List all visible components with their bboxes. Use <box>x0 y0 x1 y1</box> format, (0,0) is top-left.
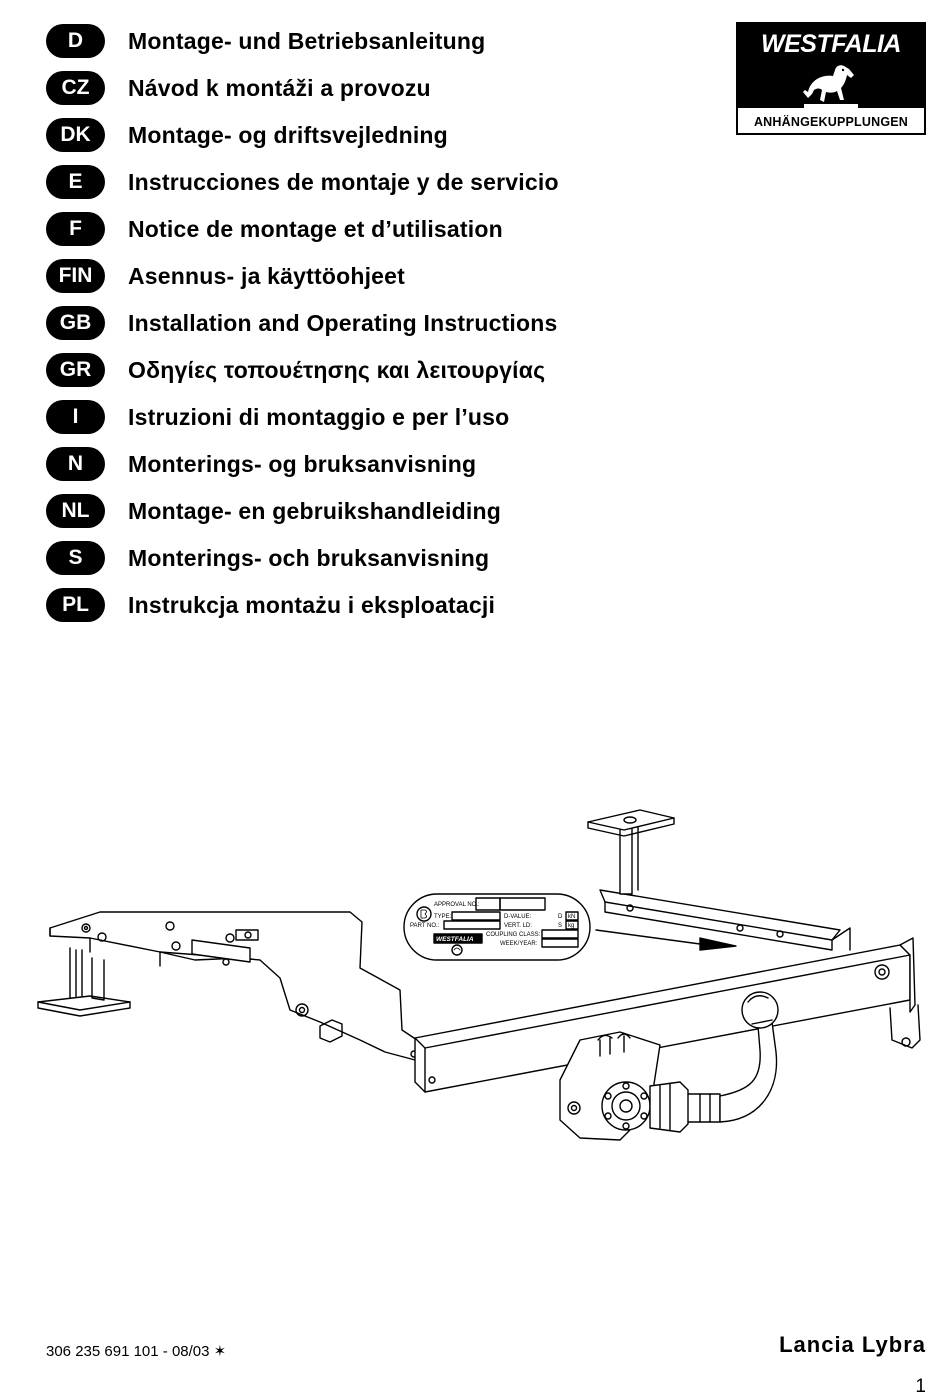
logo-subtitle: ANHÄNGEKUPPLUNGEN <box>753 115 909 129</box>
language-code-badge: GB <box>46 306 105 340</box>
language-row-pl: PL Instrukcja montażu i eksploatacji <box>46 588 495 622</box>
plate-d-label: D <box>558 914 563 920</box>
language-row-gb: GB Installation and Operating Instructio… <box>46 306 558 340</box>
language-title: Návod k montáži a provozu <box>128 74 431 101</box>
language-code-badge: FIN <box>46 259 105 293</box>
language-row-nl: NL Montage- en gebruikshandleiding <box>46 494 501 528</box>
language-code-badge: N <box>46 447 105 481</box>
plate-kn-label: kN <box>568 914 575 920</box>
language-row-dk: DK Montage- og driftsvejledning <box>46 118 448 152</box>
language-row-s: S Monterings- och bruksanvisning <box>46 541 489 575</box>
language-title: Οδηγίες τοπουέτησης και λειτουργίας <box>128 356 546 383</box>
language-code-badge: GR <box>46 353 105 387</box>
type-plate-b-icon <box>416 906 432 922</box>
language-title: Montage- und Betriebsanleitung <box>128 27 486 54</box>
plate-kg-label: kg <box>568 923 574 929</box>
westfalia-logo: WESTFALIA ANHÄNGEKUPPLUNGEN <box>736 22 926 135</box>
language-title: Monterings- och bruksanvisning <box>128 544 490 571</box>
type-plate: APPROVAL NO.: TYPE: PART NO.: D-VALUE: D… <box>403 893 591 961</box>
horse-emblem-icon <box>803 65 858 110</box>
pointer-line <box>595 929 701 945</box>
plate-dvalue-label: D-VALUE: <box>504 914 532 920</box>
plate-approval-label: APPROVAL NO.: <box>434 902 480 908</box>
language-title: Notice de montage et d’utilisation <box>128 215 503 242</box>
language-row-fin: FIN Asennus- ja käyttöohjeet <box>46 259 405 293</box>
language-row-n: N Monterings- og bruksanvisning <box>46 447 476 481</box>
language-code-badge: DK <box>46 118 105 152</box>
pointer-arrow-icon <box>699 937 737 951</box>
plate-part-label: PART NO.: <box>410 923 440 929</box>
cross-tube <box>414 937 921 1093</box>
language-row-cz: CZ Návod k montáži a provozu <box>46 71 431 105</box>
page-number: 1 <box>915 1376 926 1397</box>
language-title: Istruzioni di montaggio e per l’uso <box>128 403 510 430</box>
language-title: Instrukcja montażu i eksploatacji <box>128 591 496 618</box>
vehicle-model: Lancia Lybra <box>779 1332 926 1357</box>
language-code-badge: E <box>46 165 105 199</box>
left-bracket <box>37 911 431 1061</box>
language-row-e: E Instrucciones de montaje y de servicio <box>46 165 559 199</box>
language-row-d: D Montage- und Betriebsanleitung <box>46 24 485 58</box>
plate-week-label: WEEK/YEAR: <box>500 941 538 947</box>
towbar-drawing: APPROVAL NO.: TYPE: PART NO.: D-VALUE: D… <box>37 809 921 1141</box>
plate-type-label: TYPE: <box>434 914 452 920</box>
logo-black-panel: WESTFALIA <box>738 24 924 110</box>
language-code-badge: S <box>46 541 105 575</box>
language-code-badge: NL <box>46 494 105 528</box>
plate-vertld-label: VERT. LD: <box>504 923 532 929</box>
language-row-i: I Istruzioni di montaggio e per l’uso <box>46 400 509 434</box>
plate-coupling-label: COUPLING CLASS: <box>486 932 541 938</box>
language-title: Montage- en gebruikshandleiding <box>128 497 501 524</box>
language-code-badge: I <box>46 400 105 434</box>
language-row-f: F Notice de montage et d’utilisation <box>46 212 503 246</box>
language-code-badge: CZ <box>46 71 105 105</box>
language-code-badge: D <box>46 24 105 58</box>
language-code-badge: F <box>46 212 105 246</box>
language-title: Installation and Operating Instructions <box>128 309 558 336</box>
language-title: Monterings- og bruksanvisning <box>128 450 477 477</box>
plate-s-label: S <box>558 923 562 929</box>
ball-neck-assembly <box>559 991 779 1141</box>
language-title: Montage- og driftsvejledning <box>128 121 448 148</box>
language-code-badge: PL <box>46 588 105 622</box>
language-title: Asennus- ja käyttöohjeet <box>128 262 406 289</box>
language-title: Instrucciones de montaje y de servicio <box>128 168 559 195</box>
language-row-gr: GR Οδηγίες τοπουέτησης και λειτουργίας <box>46 353 545 387</box>
document-number: 306 235 691 101 - 08/03 ✶ <box>46 1343 227 1360</box>
plate-brand-text: WESTFALIA <box>436 936 474 943</box>
logo-brand-text: WESTFALIA <box>761 30 901 58</box>
right-bracket <box>587 809 851 951</box>
